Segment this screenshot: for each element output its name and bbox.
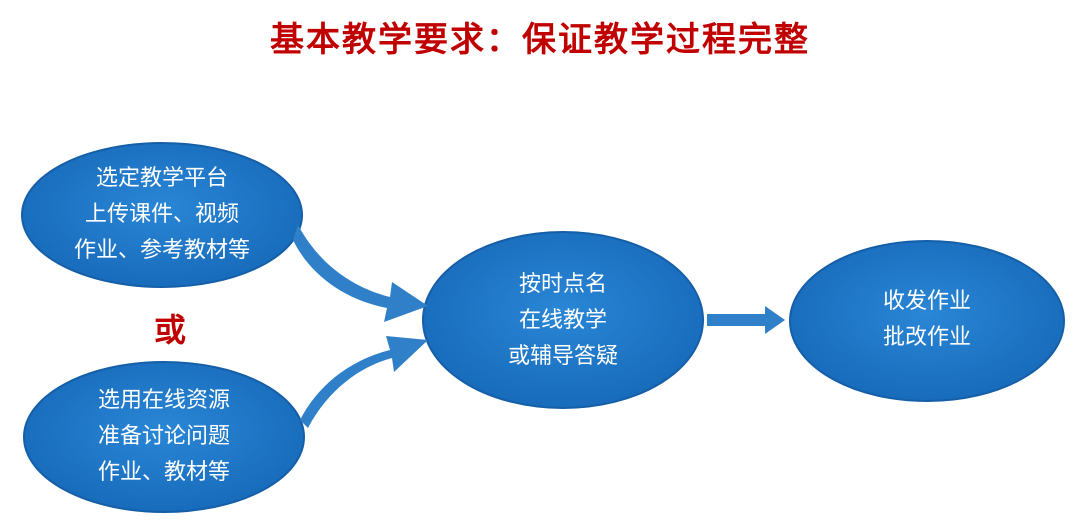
arrow-bottom-left-to-center	[300, 336, 428, 428]
node-right: 收发作业 批改作业	[795, 280, 1059, 360]
node-right-line-1: 收发作业	[882, 289, 971, 314]
node-right-shape	[789, 240, 1065, 402]
node-right-line-2: 批改作业	[882, 325, 971, 350]
arrow-top-left-to-center	[293, 225, 428, 322]
node-center-line-1: 按时点名	[518, 272, 607, 297]
node-top-left-line-2: 上传课件、视频	[84, 202, 239, 227]
node-top-left: 选定教学平台 上传课件、视频 作业、参考教材等	[30, 150, 294, 280]
node-bottom-left-line-1: 选用在线资源	[97, 388, 230, 413]
node-center-line-3: 或辅导答疑	[507, 344, 618, 369]
node-bottom-left: 选用在线资源 准备讨论问题 作业、教材等	[32, 372, 296, 502]
or-label: 或	[153, 311, 186, 349]
node-center-line-2: 在线教学	[518, 308, 607, 333]
node-top-left-line-1: 选定教学平台	[95, 166, 228, 191]
node-bottom-left-line-2: 准备讨论问题	[97, 424, 230, 449]
arrow-center-to-right	[707, 306, 785, 334]
page-title: 基本教学要求：保证教学过程完整	[270, 20, 810, 60]
node-bottom-left-line-3: 作业、教材等	[97, 460, 230, 485]
node-top-left-line-3: 作业、参考教材等	[73, 238, 250, 263]
node-top-left-shape	[21, 142, 303, 288]
node-center: 按时点名 在线教学 或辅导答疑	[431, 256, 695, 386]
node-center-shape	[422, 231, 704, 409]
node-bottom-left-shape	[23, 361, 305, 513]
